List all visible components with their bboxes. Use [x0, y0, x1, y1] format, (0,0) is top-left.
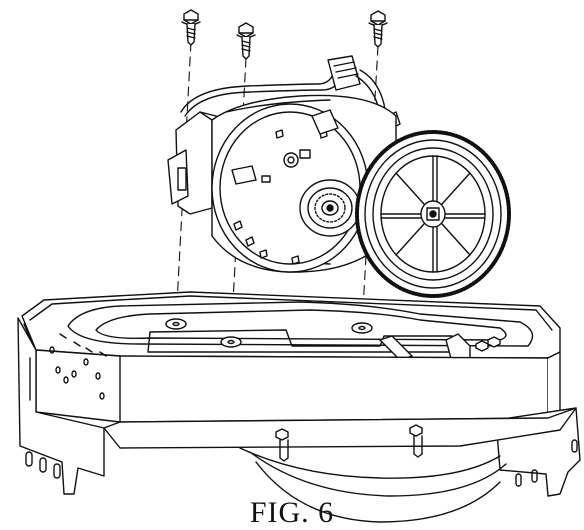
figure-caption: FIG. 6	[249, 496, 335, 529]
mounting-bracket	[17, 317, 105, 495]
screw-right	[368, 10, 388, 48]
drum-ring	[103, 407, 577, 523]
screw-middle	[236, 22, 256, 60]
screw-left	[181, 9, 201, 46]
pinion-gear	[299, 179, 361, 237]
drive-gear	[355, 130, 511, 298]
base-tray	[21, 291, 561, 433]
